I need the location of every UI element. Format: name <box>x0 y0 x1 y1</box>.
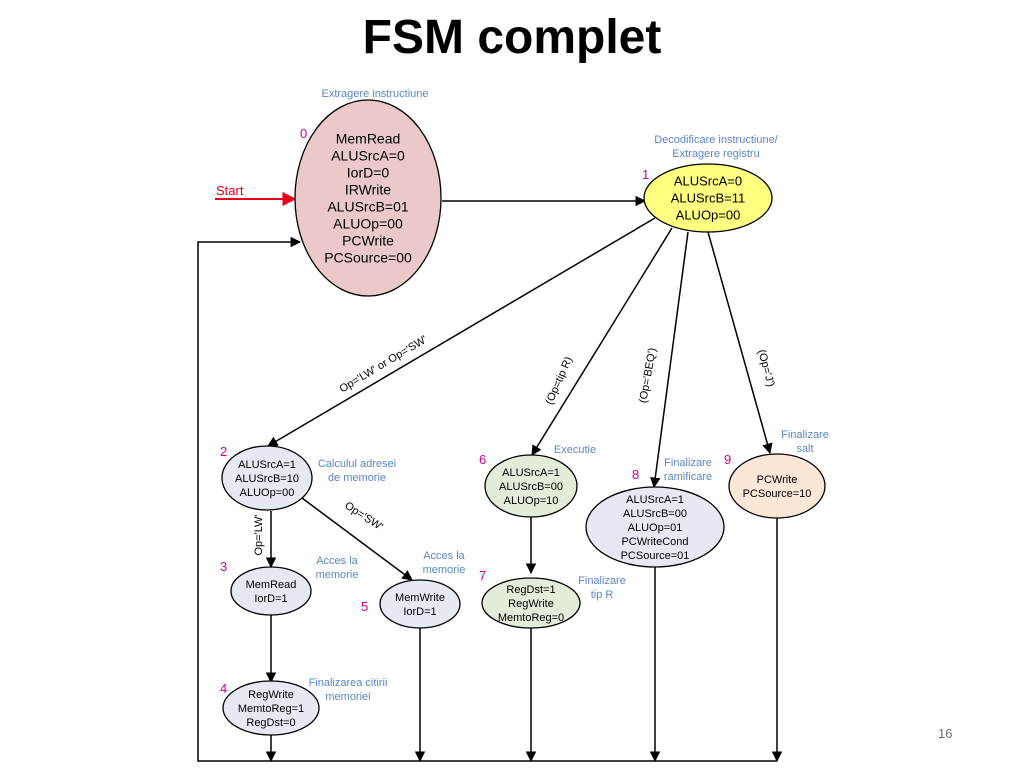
state-6-signal: ALUSrcA=1 <box>502 467 560 479</box>
label-lw-sw: Op='LW' or Op='SW' <box>338 334 430 396</box>
state-1-phase-label: Extragere registru <box>672 148 759 160</box>
state-8: ALUSrcA=1ALUSrcB=00ALUOp=01PCWriteCondPC… <box>585 457 725 568</box>
label-j: (Op='J') <box>755 348 776 388</box>
state-1-signal: ALUSrcA=0 <box>674 174 742 189</box>
state-0-signal: IRWrite <box>345 181 391 197</box>
state-1-ellipse <box>643 163 773 233</box>
state-0-signal: ALUSrcB=01 <box>327 198 409 214</box>
transition-1-to-2 <box>267 217 656 447</box>
state-8-signal: ALUOp=01 <box>628 522 683 534</box>
state-0-number: 0 <box>300 126 307 141</box>
state-0-signal: MemRead <box>336 130 401 146</box>
state-8-signal: PCWriteCond <box>621 536 688 548</box>
state-2-signal: ALUSrcB=10 <box>235 473 299 485</box>
state-9-phase-label: salt <box>796 443 813 455</box>
transition-2-to-5 <box>301 497 413 581</box>
state-1-phase-label: Decodificare instructiune/ <box>654 134 778 146</box>
state-7-number: 7 <box>479 568 486 583</box>
state-5-phase-label: Acces la <box>423 550 465 562</box>
label-lw: Op='LW' <box>253 515 265 556</box>
transition-1-to-6 <box>531 227 673 456</box>
state-6-ellipse <box>484 454 578 518</box>
state-7-signal: MemtoReg=0 <box>498 612 564 624</box>
state-5-signal: MemWrite <box>395 592 445 604</box>
state-4-signal: RegWrite <box>248 689 294 701</box>
state-8-ellipse <box>585 486 725 568</box>
state-0-signal: IorD=0 <box>347 164 390 180</box>
state-8-signal: ALUSrcB=00 <box>623 508 687 520</box>
label-tip-r: (Op=tip R) <box>543 355 575 407</box>
state-5-ellipse <box>379 579 461 629</box>
state-6-signal: ALUSrcB=00 <box>499 481 563 493</box>
state-5-signal: IorD=1 <box>403 606 436 618</box>
state-2-phase-label: Calculul adresei <box>318 458 396 470</box>
state-2-ellipse <box>221 445 313 511</box>
state-9-signal: PCWrite <box>757 474 798 486</box>
label-sw: Op='SW' <box>342 500 385 534</box>
state-9-signal: PCSource=10 <box>743 488 812 500</box>
state-8-phase-label: ramificare <box>664 471 712 483</box>
state-1-signal: ALUOp=00 <box>676 208 741 223</box>
state-4-signal: MemtoReg=1 <box>238 703 304 715</box>
state-4-ellipse <box>222 680 320 736</box>
state-3-number: 3 <box>220 559 227 574</box>
start-label: Start <box>216 183 244 198</box>
state-5-phase-label: memorie <box>423 564 466 576</box>
transition-1-to-9 <box>707 231 773 455</box>
state-3-signal: MemRead <box>246 579 297 591</box>
state-1-number: 1 <box>642 167 649 182</box>
state-8-number: 8 <box>632 467 639 482</box>
state-7-signal: RegDst=1 <box>506 584 555 596</box>
state-6-phase-label: Executie <box>554 444 596 456</box>
state-8-phase-label: Finalizare <box>664 457 712 469</box>
state-2-number: 2 <box>220 444 227 459</box>
state-2-signal: ALUSrcA=1 <box>238 459 296 471</box>
state-8-signal: ALUSrcA=1 <box>626 494 684 506</box>
state-8-signal: PCSource=01 <box>621 550 690 562</box>
state-5-number: 5 <box>361 599 368 614</box>
return-path <box>197 236 777 762</box>
state-9-phase-label: Finalizare <box>781 429 829 441</box>
state-0: MemReadALUSrcA=0IorD=0IRWriteALUSrcB=01A… <box>294 88 442 297</box>
transition-1-to-8 <box>650 231 689 489</box>
state-6-number: 6 <box>479 452 486 467</box>
state-4-number: 4 <box>220 681 227 696</box>
state-2-signal: ALUOp=00 <box>240 487 295 499</box>
state-0-signal: PCSource=00 <box>324 249 412 265</box>
state-9-ellipse <box>728 453 826 519</box>
state-3-phase-label: Acces la <box>316 555 358 567</box>
state-7-phase-label: Finalizare <box>578 575 626 587</box>
state-7-ellipse <box>481 577 581 629</box>
state-4-signal: RegDst=0 <box>246 717 295 729</box>
state-0-signal: PCWrite <box>342 232 394 248</box>
page-number: 16 <box>938 726 953 741</box>
state-2-phase-label: de memorie <box>328 472 386 484</box>
state-7-phase-label: tip R <box>591 589 614 601</box>
label-beq: (Op='BEQ') <box>637 347 659 404</box>
state-3-signal: IorD=1 <box>254 593 287 605</box>
state-1-signal: ALUSrcB=11 <box>671 191 746 206</box>
state-9-number: 9 <box>724 452 731 467</box>
state-0-phase-label: Extragere instructiune <box>322 88 429 100</box>
state-4-phase-label: Finalizarea citirii <box>309 677 388 689</box>
state-6-signal: ALUOp=10 <box>504 495 559 507</box>
state-3-phase-label: memorie <box>316 569 359 581</box>
state-0-ellipse <box>294 99 442 297</box>
state-7-signal: RegWrite <box>508 598 554 610</box>
state-4-phase-label: memoriei <box>325 691 370 703</box>
state-0-signal: ALUSrcA=0 <box>331 147 405 163</box>
state-0-signal: ALUOp=00 <box>333 215 403 231</box>
state-3-ellipse <box>230 566 312 616</box>
slide-title: FSM complet <box>362 11 662 64</box>
